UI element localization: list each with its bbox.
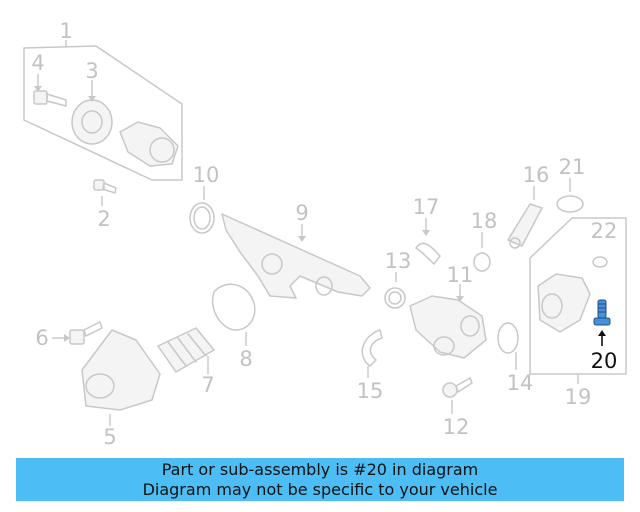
callout-18: 18 (471, 209, 498, 233)
callout-6: 6 (35, 326, 48, 350)
callout-1: 1 (59, 19, 72, 43)
assembly-1-group (23, 45, 183, 181)
callout-15: 15 (357, 379, 384, 403)
part-3-pulley (71, 99, 113, 145)
callout-16: 16 (523, 163, 550, 187)
callout-20-highlighted: 20 (591, 349, 618, 373)
part-9-water-pipe (221, 213, 371, 299)
callout-22: 22 (591, 219, 618, 243)
part-14-oring (497, 322, 519, 354)
callout-4: 4 (31, 51, 44, 75)
part-13-oring (384, 287, 406, 309)
part-2-bolt (93, 179, 117, 194)
callout-7: 7 (201, 373, 214, 397)
callout-19: 19 (565, 385, 592, 409)
callout-11: 11 (447, 263, 474, 287)
callout-21: 21 (559, 155, 586, 179)
part-12-bolt (442, 377, 473, 398)
part-21-oring (556, 195, 584, 213)
callout-3: 3 (85, 59, 98, 83)
callout-12: 12 (443, 415, 470, 439)
callout-9: 9 (295, 201, 308, 225)
parts-diagram: 1 2 3 4 5 6 7 8 9 10 11 12 13 14 15 16 1… (23, 19, 627, 449)
part-20-bolt-highlighted[interactable] (593, 299, 611, 326)
assembly-19-group (529, 217, 627, 375)
part-10-oring (189, 202, 215, 234)
part-4-bolt (33, 90, 67, 107)
part-8-gasket (211, 283, 256, 331)
info-banner: Part or sub-assembly is #20 in diagram D… (16, 458, 624, 501)
callout-10: 10 (193, 163, 220, 187)
part-11-water-outlet (409, 295, 487, 359)
banner-line-disclaimer: Diagram may not be specific to your vehi… (142, 479, 498, 499)
callout-14: 14 (507, 371, 534, 395)
callout-5: 5 (103, 425, 116, 449)
callout-8: 8 (239, 347, 252, 371)
part-18-oring (473, 252, 491, 272)
part-7-thermostat (157, 327, 215, 373)
callout-2: 2 (97, 207, 110, 231)
part-17-clip (415, 242, 441, 265)
callout-13: 13 (385, 249, 412, 273)
part-22-seal (592, 256, 608, 268)
part-5-thermostat-housing (81, 329, 161, 411)
part-15-clip (361, 329, 383, 367)
part-16-sensor (507, 203, 543, 249)
pump-body (119, 121, 179, 167)
callout-17: 17 (413, 195, 440, 219)
part-6-bolt (69, 321, 103, 345)
banner-line-part: Part or sub-assembly is #20 in diagram (161, 459, 479, 479)
